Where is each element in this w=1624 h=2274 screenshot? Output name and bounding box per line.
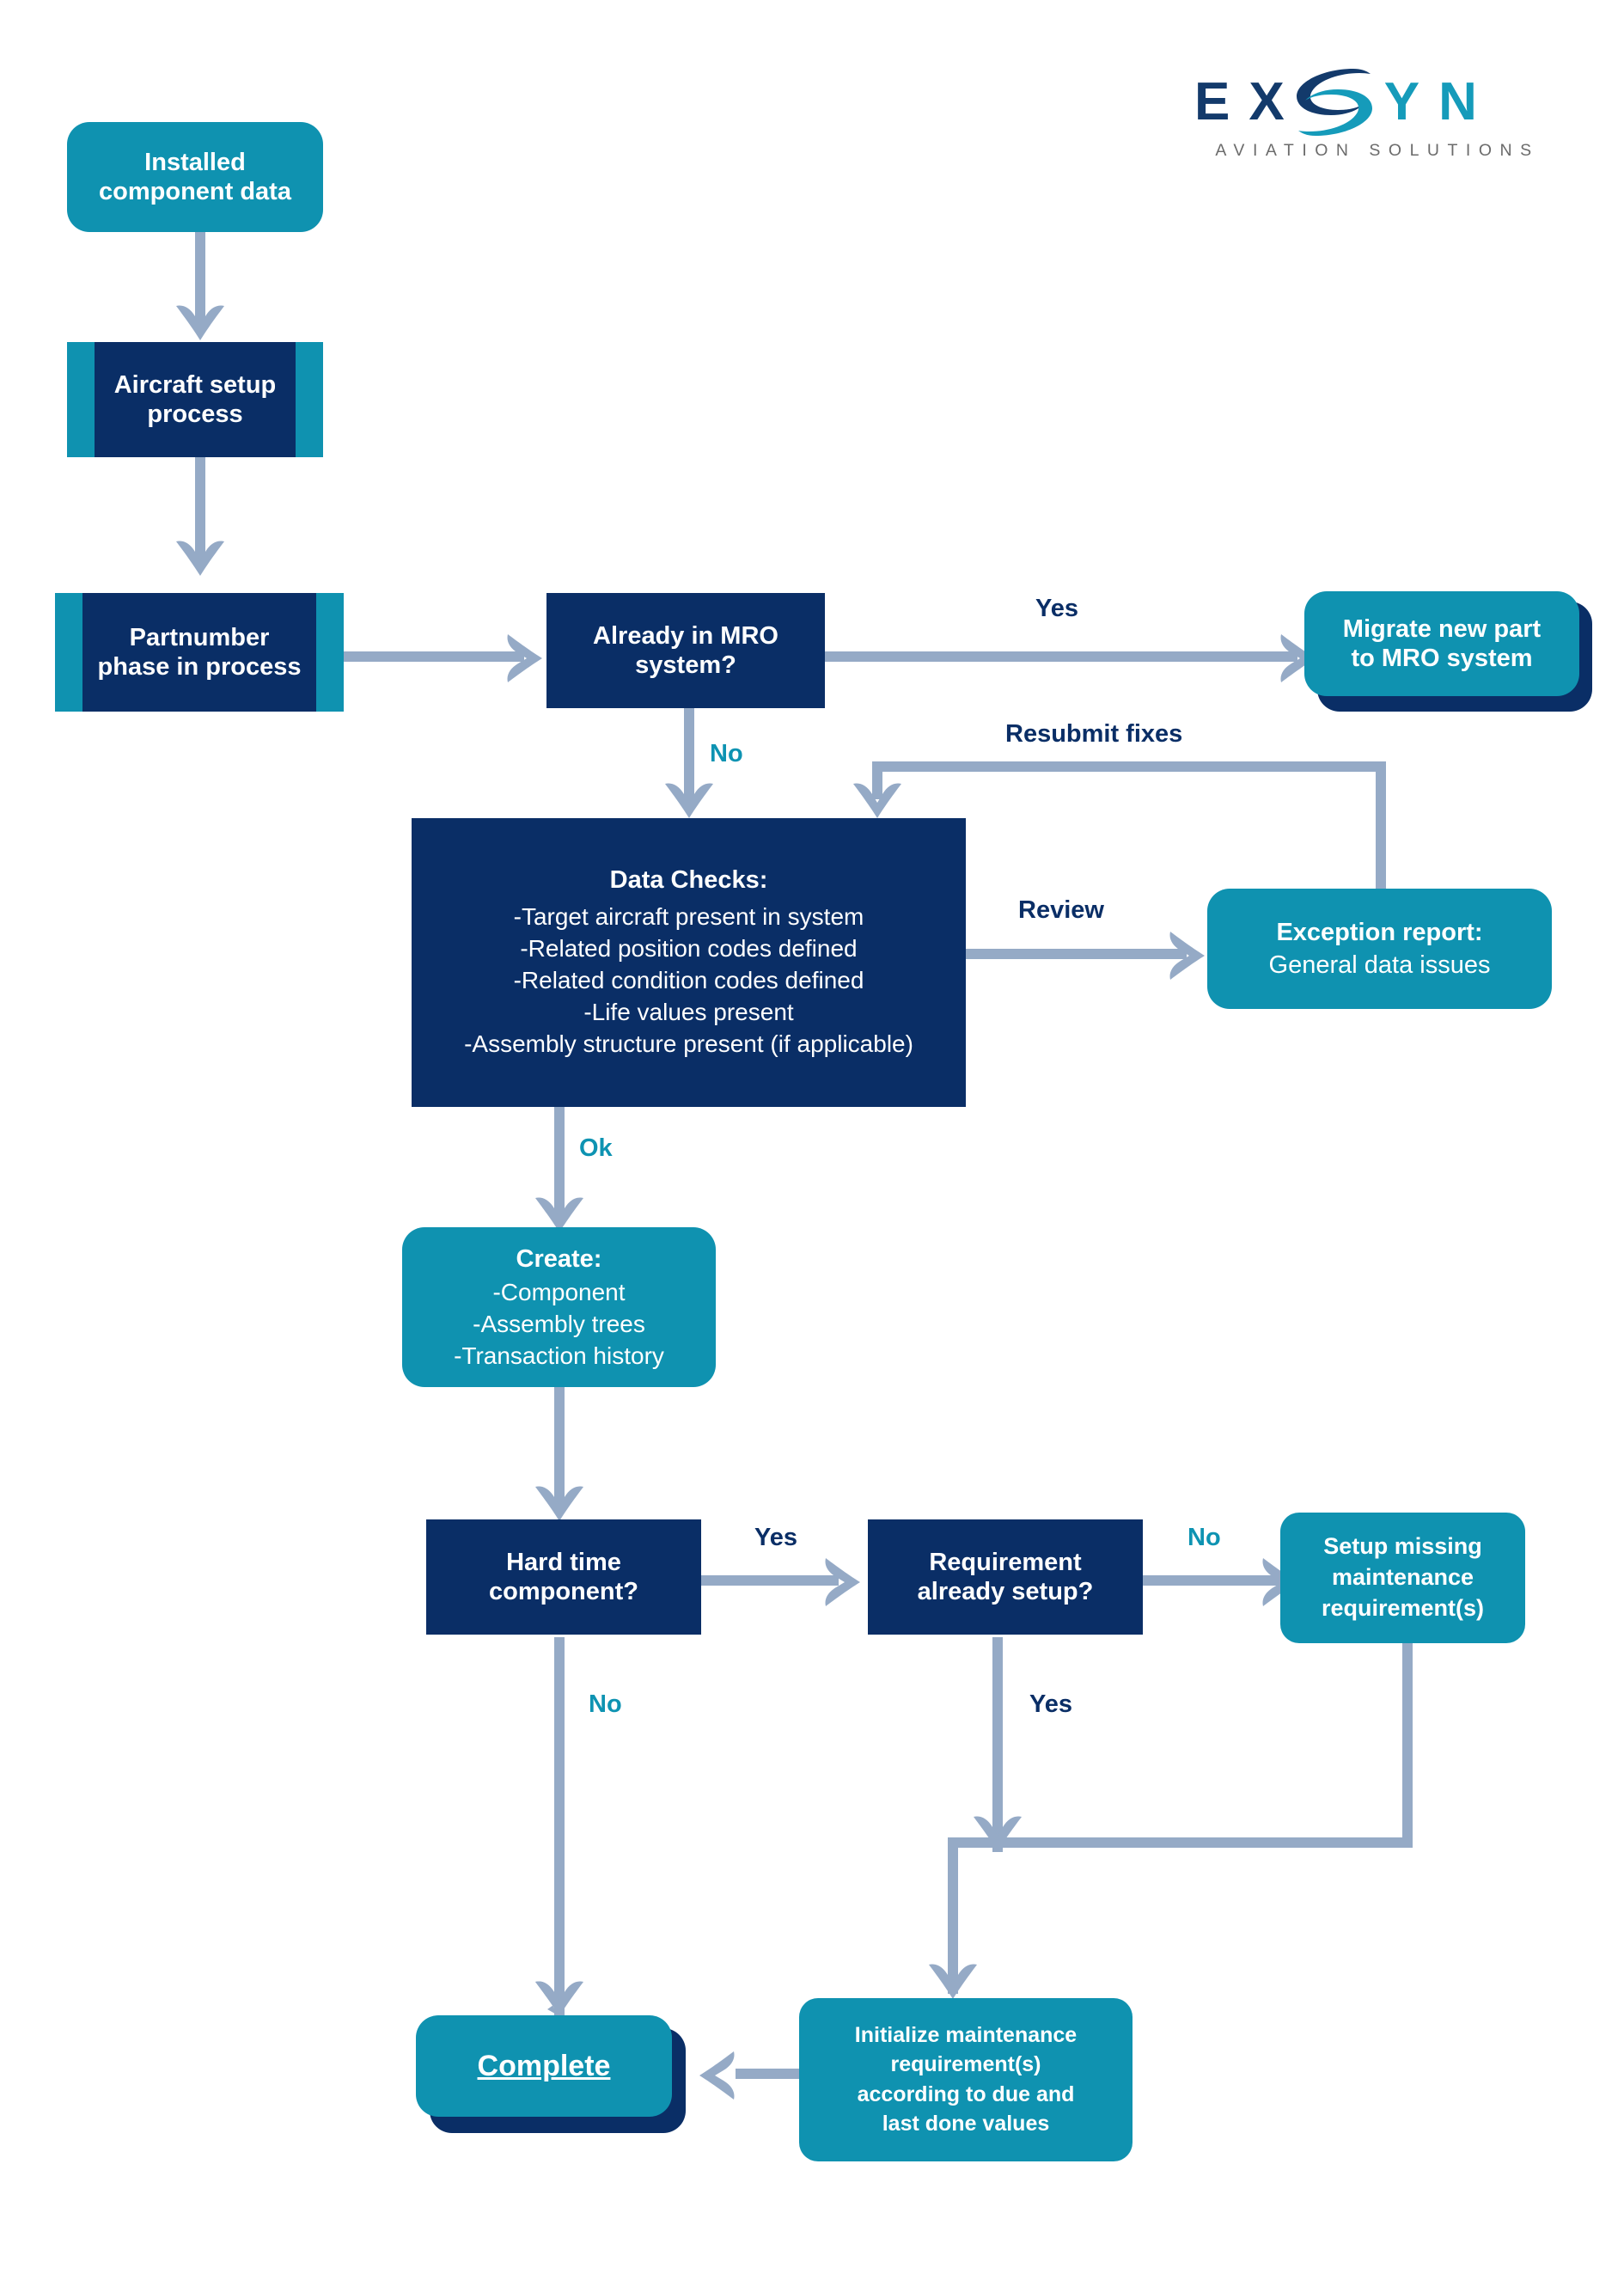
- node-complete[interactable]: Complete: [416, 2015, 672, 2117]
- edge-label-resubmit-fixes: Resubmit fixes: [1005, 720, 1183, 748]
- connector-installed-to-acsetup: [195, 230, 205, 325]
- node-hardtime-line2: component?: [489, 1578, 638, 1605]
- arrowhead-complete-from-hardtime: [534, 1978, 585, 2018]
- node-initialize-line3: according to due and: [857, 2081, 1075, 2106]
- node-datachecks-item3: -Related condition codes defined: [513, 966, 864, 993]
- node-datachecks-item4: -Life values present: [583, 998, 794, 1025]
- node-alreadymro-line1: Already in MRO: [593, 621, 778, 650]
- arrowhead-setupmissing: [1260, 1556, 1299, 1608]
- node-reqsetup-line1: Requirement: [929, 1548, 1082, 1576]
- node-initialize-line1: Initialize maintenance: [854, 2022, 1078, 2047]
- connector-hardtime-to-complete: [554, 1637, 565, 2015]
- arrowhead-exception: [1167, 930, 1206, 981]
- node-migrate-new-part[interactable]: Migrate new part to MRO system: [1304, 591, 1579, 696]
- edge-label-no-datachecks: No: [710, 740, 743, 767]
- node-requirement-already-setup[interactable]: Requirement already setup?: [868, 1519, 1143, 1635]
- node-installed-line2: component data: [99, 178, 291, 205]
- connector-setupmissing-join-horizontal: [948, 1837, 1413, 1848]
- node-setup-missing-maintenance[interactable]: Setup missing maintenance requirement(s): [1280, 1513, 1525, 1643]
- node-acsetup-line2: process: [147, 400, 243, 428]
- connector-resubmit-vertical-left: [872, 761, 882, 799]
- connector-datachecks-to-exception: [963, 949, 1187, 959]
- node-migrate-line1: Migrate new part: [1342, 614, 1542, 643]
- logo-letter-y: Y: [1383, 72, 1420, 131]
- node-create-item3: -Transaction history: [454, 1342, 664, 1369]
- edge-label-no-setupmissing: No: [1187, 1524, 1221, 1551]
- node-acsetup-line1: Aircraft setup: [113, 370, 277, 399]
- node-initialize-line2: requirement(s): [890, 2052, 1041, 2076]
- node-partnumber-line1: Partnumber: [129, 623, 270, 651]
- logo-wordmark: E X Y N: [1194, 69, 1555, 136]
- arrowhead-alreadymro: [504, 633, 544, 684]
- arrowhead-datachecks: [663, 780, 715, 820]
- edge-label-yes-initialize: Yes: [1029, 1690, 1072, 1718]
- node-datachecks-item2: -Related position codes defined: [520, 934, 858, 962]
- edge-label-ok: Ok: [579, 1134, 613, 1162]
- connector-initialize-to-complete: [736, 2069, 804, 2079]
- arrowhead-reqsetup: [822, 1556, 862, 1608]
- logo-letter-e: E: [1194, 72, 1230, 131]
- connector-resubmit-horizontal: [872, 761, 1386, 772]
- node-datachecks-item1: -Target aircraft present in system: [513, 902, 864, 930]
- node-hard-time-component[interactable]: Hard time component?: [426, 1519, 701, 1635]
- node-aircraft-setup-process[interactable]: Aircraft setup process: [67, 342, 323, 457]
- edge-label-yes-migrate: Yes: [1035, 595, 1078, 622]
- arrowhead-create: [534, 1195, 585, 1234]
- edge-label-yes-reqsetup: Yes: [754, 1524, 797, 1551]
- node-setupmissing-line1: Setup missing: [1323, 1533, 1482, 1560]
- connector-reqsetup-to-setupmissing: [1143, 1575, 1280, 1586]
- connector-create-to-hardtime: [554, 1387, 565, 1511]
- node-create[interactable]: Create: -Component -Assembly trees -Tran…: [402, 1227, 716, 1387]
- node-installed-line1: Installed: [144, 148, 246, 176]
- node-datachecks-title: Data Checks:: [609, 866, 768, 895]
- arrowhead-acsetup: [174, 303, 226, 342]
- connector-alreadymro-to-datachecks: [684, 706, 694, 803]
- node-create-item2: -Assembly trees: [473, 1310, 645, 1337]
- node-create-title: Create:: [516, 1245, 602, 1274]
- connector-resubmit-vertical-right: [1376, 761, 1386, 916]
- node-initialize-maintenance[interactable]: Initialize maintenance requirement(s) ac…: [799, 1998, 1133, 2161]
- node-data-checks[interactable]: Data Checks: -Target aircraft present in…: [412, 818, 966, 1107]
- node-exception-subtitle: General data issues: [1268, 951, 1491, 979]
- arrowhead-complete-from-initialize: [698, 2050, 737, 2101]
- logo-letter-x: X: [1249, 72, 1285, 131]
- exsyn-logo: E X Y N AVIATION SOLUTIONS: [1194, 69, 1555, 180]
- arrowhead-initialize: [927, 1961, 979, 2001]
- connector-datachecks-to-create: [554, 1107, 565, 1220]
- arrowhead-hardtime: [534, 1483, 585, 1523]
- arrowhead-partnumber: [174, 538, 226, 578]
- connector-setupmissing-vertical: [1402, 1641, 1413, 1848]
- node-hardtime-line1: Hard time: [506, 1548, 621, 1576]
- edge-label-no-hardtime: No: [589, 1690, 622, 1718]
- connector-reqsetup-yes-vertical: [992, 1637, 1003, 1852]
- node-setupmissing-line3: requirement(s): [1321, 1594, 1485, 1621]
- node-partnumber-line2: phase in process: [97, 653, 302, 681]
- connector-alreadymro-to-migrate: [825, 651, 1297, 662]
- node-exception-report[interactable]: Exception report: General data issues: [1207, 889, 1552, 1009]
- connector-hardtime-to-reqsetup: [701, 1575, 839, 1586]
- edge-label-review: Review: [1018, 896, 1104, 924]
- s-swoosh-icon: [1290, 69, 1379, 136]
- logo-tagline: AVIATION SOLUTIONS: [1215, 141, 1540, 160]
- node-create-item1: -Component: [492, 1278, 626, 1305]
- node-initialize-line4: last done values: [882, 2112, 1050, 2136]
- logo-letter-n: N: [1438, 72, 1477, 131]
- connector-acsetup-to-partnumber: [195, 455, 205, 565]
- node-exception-title: Exception report:: [1276, 918, 1483, 946]
- node-alreadymro-line2: system?: [635, 651, 736, 679]
- node-installed-component-data[interactable]: Installed component data: [67, 122, 323, 232]
- arrowhead-migrate: [1278, 633, 1317, 684]
- connector-junction-to-initialize: [948, 1837, 958, 1994]
- node-reqsetup-line2: already setup?: [917, 1578, 1094, 1605]
- node-complete-label: Complete: [477, 2049, 611, 2082]
- node-already-in-mro-system[interactable]: Already in MRO system?: [546, 593, 825, 708]
- arrowhead-reqsetup-yes-junction: [972, 1813, 1023, 1853]
- node-datachecks-item5: -Assembly structure present (if applicab…: [464, 1030, 913, 1057]
- node-migrate-line2: to MRO system: [1351, 645, 1533, 672]
- node-setupmissing-line2: maintenance: [1331, 1564, 1474, 1591]
- arrowhead-resubmit-into-datachecks: [852, 780, 903, 820]
- node-partnumber-phase-in-process[interactable]: Partnumber phase in process: [55, 593, 344, 712]
- connector-partnumber-to-alreadymro: [344, 651, 524, 662]
